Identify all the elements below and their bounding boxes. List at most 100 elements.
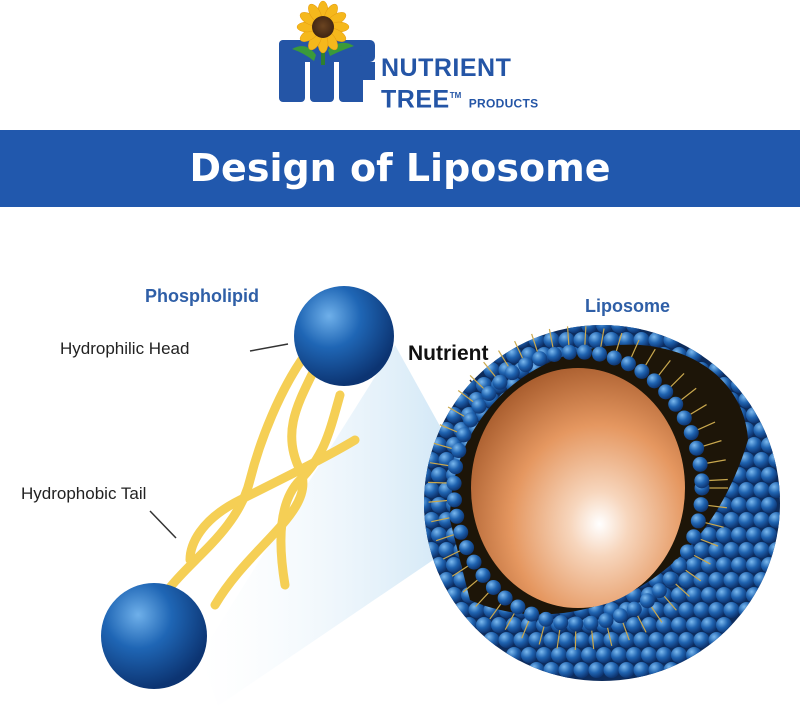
inner-bead — [504, 365, 520, 381]
outer-bead — [686, 647, 702, 663]
outer-bead — [746, 497, 762, 513]
outer-bead — [633, 662, 650, 678]
outer-bead — [738, 512, 755, 528]
outer-bead — [671, 587, 687, 603]
outer-bead — [686, 557, 702, 573]
inner-bead — [481, 386, 497, 402]
inner-bead — [446, 475, 462, 491]
outer-bead — [708, 572, 725, 588]
inner-bead — [459, 540, 475, 556]
inner-bead — [606, 350, 622, 366]
inner-bead — [662, 571, 678, 587]
outer-bead — [663, 662, 680, 678]
brand-wordmark: NUTRIENT TREETM PRODUCTS — [381, 55, 538, 117]
outer-bead — [528, 332, 545, 348]
hydrophilic-head-top — [294, 286, 394, 386]
inner-bead — [683, 425, 699, 441]
outer-bead — [768, 512, 780, 528]
outer-bead — [551, 647, 567, 663]
outer-bead — [656, 617, 672, 633]
inner-bead — [598, 613, 614, 629]
outer-bead — [716, 527, 732, 543]
outer-bead — [491, 617, 507, 633]
inner-bead — [475, 567, 491, 583]
outer-bead — [506, 647, 522, 663]
inner-bead — [497, 590, 513, 606]
outer-bead — [746, 587, 762, 603]
outer-bead — [626, 647, 642, 663]
brand-line-1: NUTRIENT — [381, 54, 512, 82]
brand-logo — [279, 0, 375, 102]
liposome-sphere — [424, 325, 780, 681]
outer-bead — [693, 632, 710, 648]
inner-bead — [689, 440, 705, 456]
outer-bead — [746, 527, 762, 543]
inner-bead — [446, 492, 462, 508]
outer-bead — [626, 325, 642, 333]
inner-bead — [592, 346, 608, 362]
label-liposome: Liposome — [585, 296, 671, 316]
outer-bead — [611, 647, 627, 663]
outer-bead — [701, 617, 717, 633]
outer-bead — [588, 632, 605, 648]
label-phospholipid: Phospholipid — [145, 286, 259, 306]
outer-bead — [708, 542, 725, 558]
outer-bead — [528, 662, 545, 678]
outer-bead — [671, 647, 687, 663]
outer-bead — [438, 542, 455, 558]
inner-bead — [451, 443, 467, 459]
outer-bead — [753, 512, 770, 528]
outer-bead — [603, 632, 620, 648]
outer-bead — [723, 542, 740, 558]
leader-hydrophobic — [149, 510, 177, 539]
outer-bead — [701, 557, 717, 573]
outer-bead — [731, 497, 747, 513]
label-hydrophobic-tail: Hydrophobic Tail — [21, 484, 147, 503]
outer-bead — [753, 422, 770, 438]
outer-bead — [438, 572, 455, 588]
inner-bead — [538, 611, 554, 627]
outer-bead — [738, 602, 755, 618]
outer-bead — [431, 467, 447, 483]
outer-bead — [603, 332, 620, 348]
outer-bead — [641, 647, 657, 663]
outer-bead — [558, 332, 575, 348]
inner-bead — [658, 384, 674, 400]
outer-bead — [446, 557, 462, 573]
inner-bead — [620, 356, 636, 372]
outer-bead — [648, 662, 665, 678]
outer-bead — [678, 602, 695, 618]
outer-bead — [588, 662, 605, 678]
outer-bead — [761, 557, 777, 573]
outer-bead — [761, 467, 777, 483]
inner-bead — [676, 410, 692, 426]
outer-bead — [618, 662, 635, 678]
outer-bead — [581, 647, 597, 663]
inner-bead — [466, 554, 482, 570]
inner-bead — [690, 513, 706, 529]
outer-bead — [731, 377, 747, 393]
inner-bead — [668, 396, 684, 412]
magnification-cone — [200, 345, 492, 706]
outer-bead — [431, 527, 447, 543]
inner-bead — [453, 524, 469, 540]
outer-bead — [693, 602, 710, 618]
outer-bead — [453, 602, 470, 618]
outer-bead — [768, 482, 780, 498]
inner-bead — [672, 558, 688, 574]
outer-bead — [596, 325, 612, 333]
outer-bead — [618, 632, 635, 648]
outer-bead — [768, 542, 780, 558]
inner-bead — [693, 497, 709, 513]
inner-bead — [576, 344, 592, 360]
inner-bead — [448, 459, 464, 475]
inner-bead — [463, 412, 479, 428]
outer-bead — [693, 542, 710, 558]
nutrient-core — [471, 368, 685, 608]
brand-line-2: TREE — [381, 85, 450, 114]
outer-bead — [716, 617, 732, 633]
inner-bead — [524, 606, 540, 622]
outer-bead — [731, 557, 747, 573]
inner-bead — [518, 357, 534, 373]
inner-bead — [612, 608, 628, 624]
